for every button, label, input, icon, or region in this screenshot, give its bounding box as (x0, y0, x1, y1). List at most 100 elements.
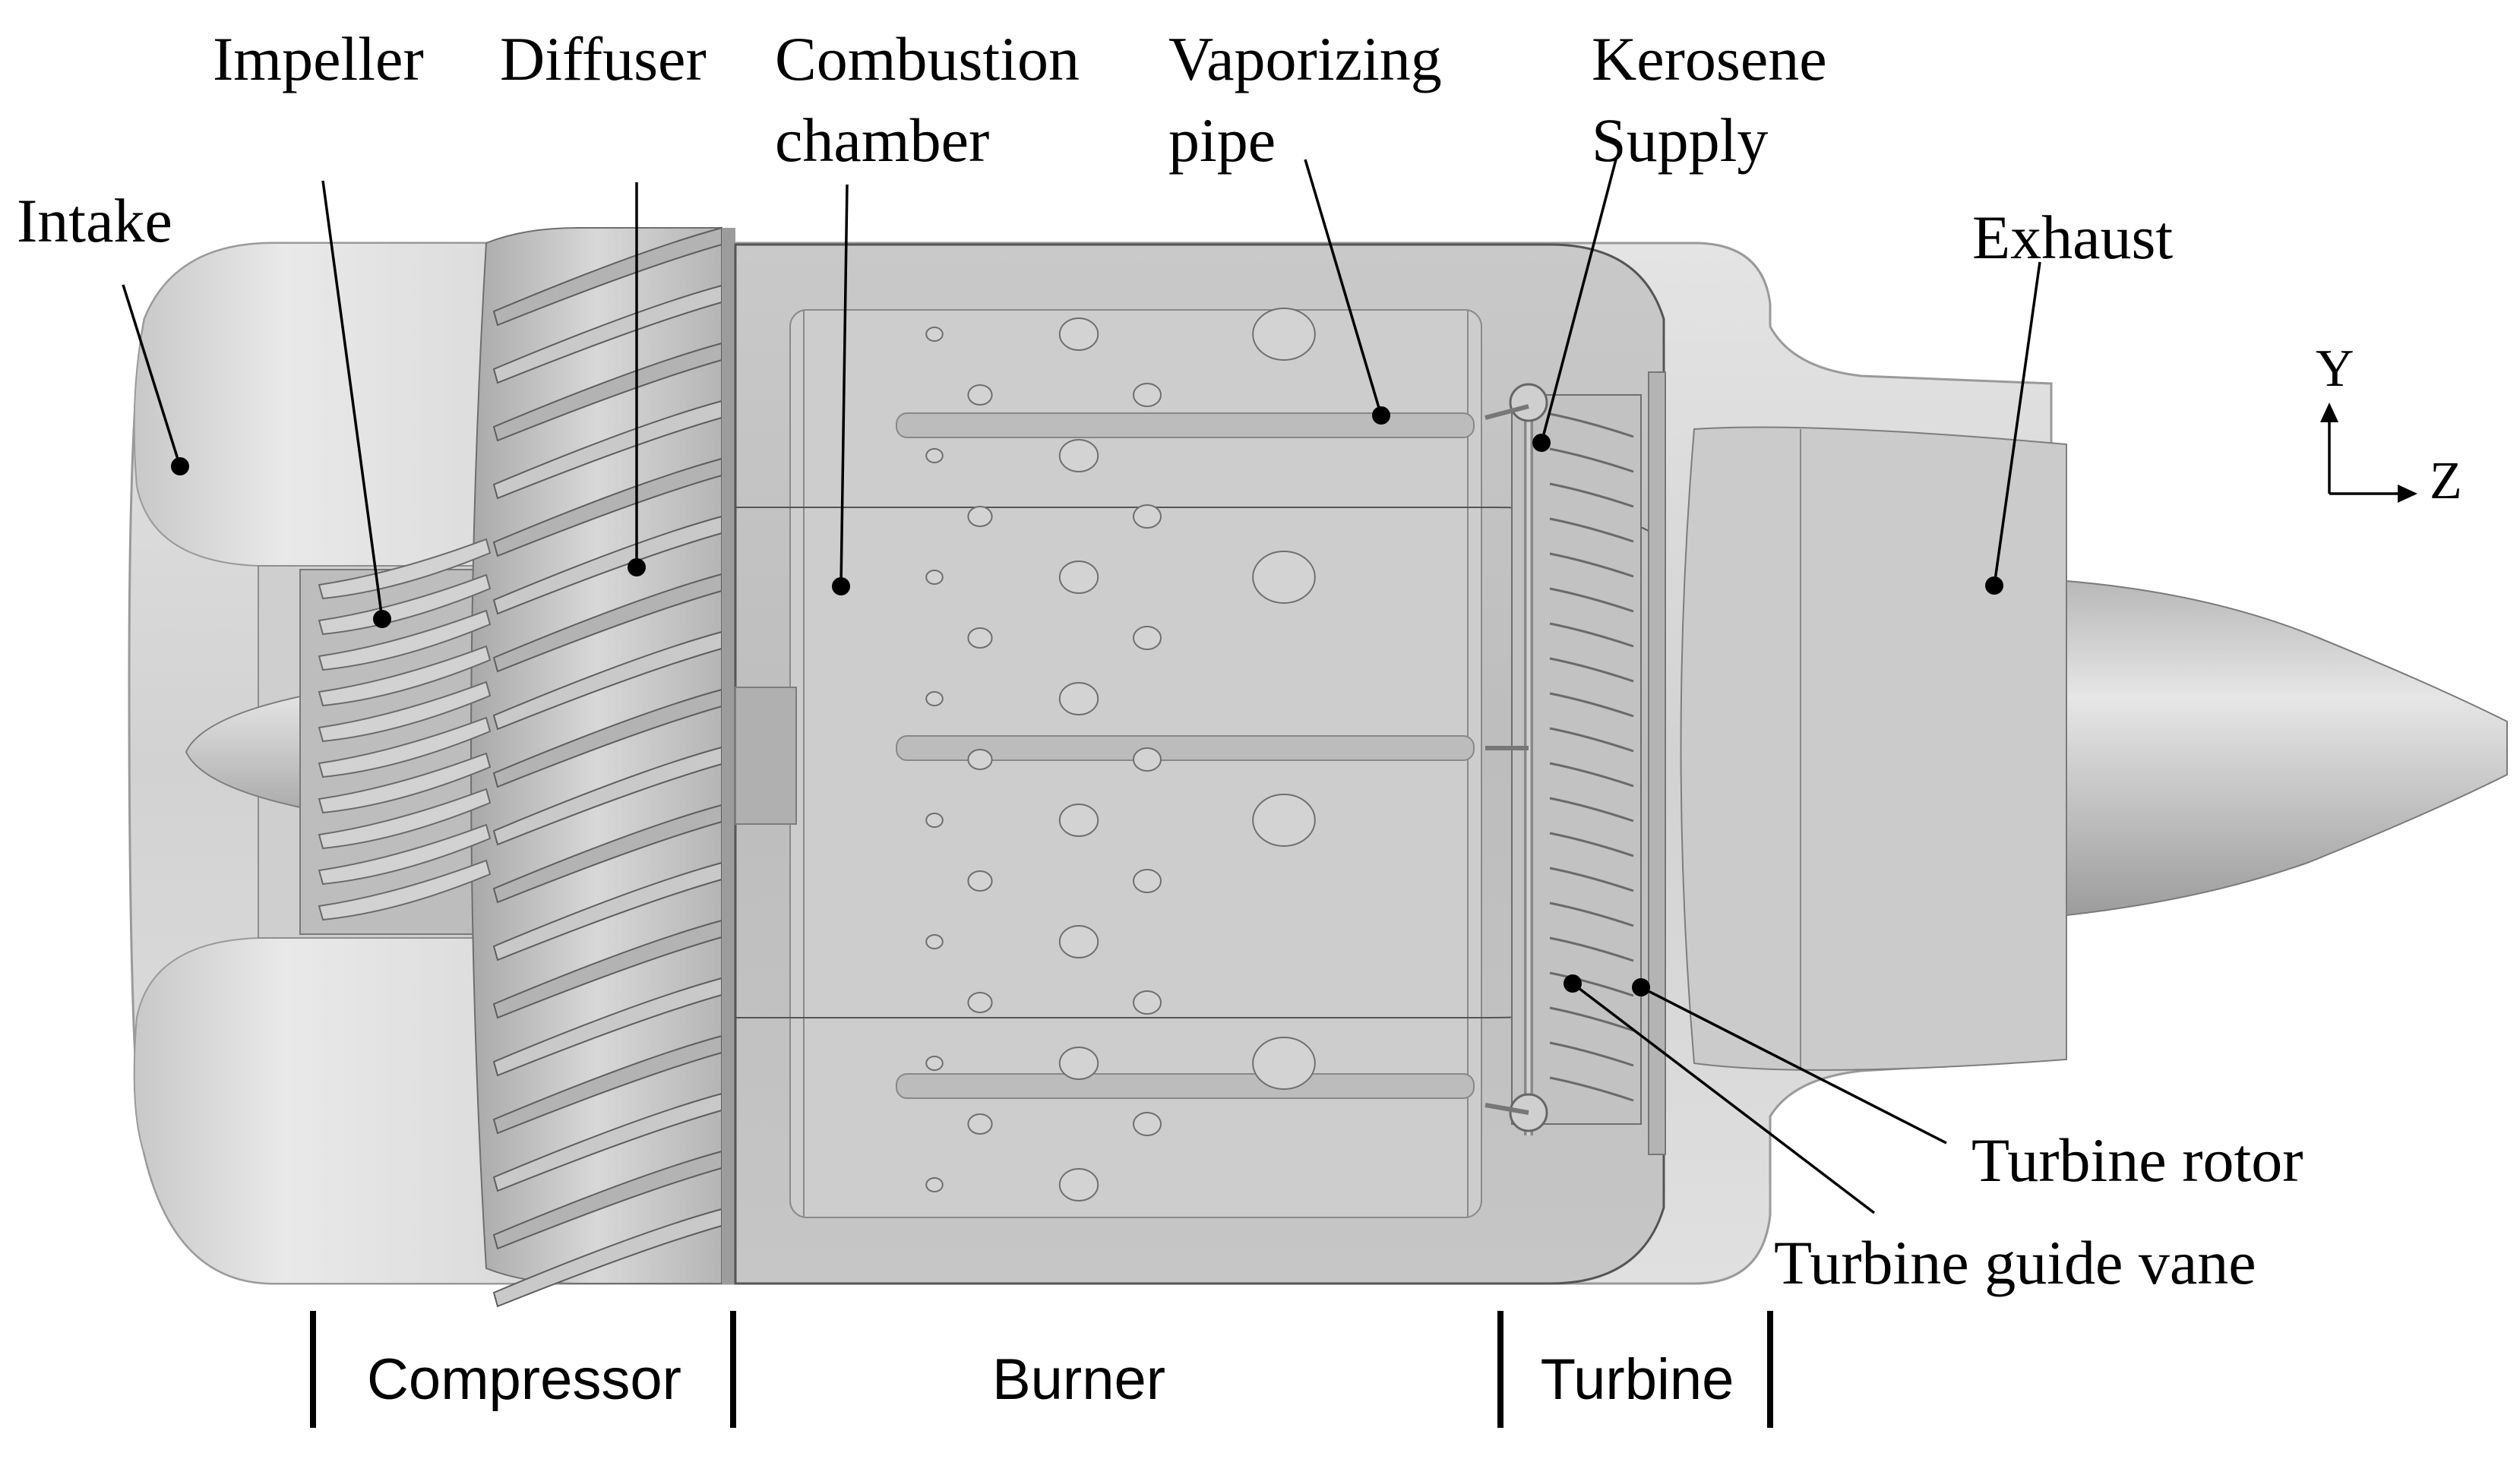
diffuser-vane (492, 977, 722, 1077)
y-arrow-icon (2320, 403, 2338, 422)
diffuser-vane (492, 861, 722, 962)
axis-z-label: Z (2430, 452, 2462, 510)
impeller-blades (318, 538, 492, 921)
chamber-hole (967, 749, 993, 770)
turbine-blade (1549, 867, 1634, 892)
turbine-blade (1549, 727, 1634, 753)
chamber-hole (925, 934, 944, 949)
impeller-blade (318, 609, 492, 671)
chamber-holes (925, 308, 1316, 1201)
impeller-blade (318, 859, 492, 921)
chamber-hole (1058, 1047, 1099, 1080)
impeller-blade (318, 788, 492, 850)
turbine-blade (1549, 832, 1634, 857)
chamber-hole (1058, 1168, 1099, 1201)
label-kerosene-line2: Supply (1592, 106, 1768, 175)
chamber-hole (967, 992, 993, 1013)
turbine-blade (1549, 517, 1634, 543)
diffuser-vane (492, 515, 722, 615)
chamber-hole (925, 448, 944, 463)
diffuser-dot (628, 558, 646, 576)
compressor-assembly (299, 226, 735, 1308)
turbine-assembly (1484, 371, 1666, 1155)
exhaust-dot (1985, 576, 2003, 595)
turbine-blade (1549, 412, 1634, 438)
diffuser-vane (492, 284, 722, 384)
turbine-blade (1549, 482, 1634, 508)
chamber-hole (1252, 794, 1316, 847)
diffuser-vane (492, 746, 722, 846)
label-exhaust: Exhaust (1972, 203, 2173, 272)
turbine-blade (1549, 1006, 1634, 1032)
combustion-chamber-dot (832, 577, 850, 595)
section-burner: Burner (992, 1347, 1165, 1412)
chamber-hole (1252, 551, 1316, 604)
turbine-blade (1549, 552, 1634, 578)
label-vaporizing-line1: Vaporizing (1168, 24, 1442, 93)
turbine-blade (1549, 762, 1634, 788)
turbine-blade (1549, 936, 1634, 962)
diffuser-vane (492, 1150, 722, 1250)
chamber-hole (1252, 308, 1316, 361)
chamber-hole (1058, 925, 1099, 958)
turbine-rotor-dot (1632, 978, 1650, 996)
impeller-dot (373, 610, 391, 628)
chamber-hole (1058, 804, 1099, 837)
impeller-blade (318, 823, 492, 886)
diffuser-vane (492, 573, 722, 673)
turbine-blade (1549, 447, 1634, 473)
diffuser-vane (492, 1092, 722, 1192)
impeller-blade (318, 538, 492, 600)
impeller-blade (318, 645, 492, 707)
vaporizing-pipe (896, 412, 1475, 438)
impeller-blade (318, 716, 492, 778)
chamber-hole (1133, 990, 1162, 1015)
label-combustion-line1: Combustion (775, 24, 1080, 93)
vaporizing-pipes (896, 412, 1475, 1099)
label-kerosene-line1: Kerosene (1592, 24, 1827, 93)
chamber-hole (1133, 1112, 1162, 1136)
turbine-blade (1549, 1076, 1634, 1102)
intake-dot (171, 457, 189, 475)
chamber-hole (925, 813, 944, 828)
chamber-hole (1058, 439, 1099, 472)
chamber-hole (1058, 317, 1099, 351)
vaporizing-pipe (896, 735, 1475, 761)
diffuser-vane (492, 1034, 722, 1135)
chamber-hole (1058, 682, 1099, 715)
turbine-blade (1549, 971, 1634, 997)
diffuser-vane (492, 630, 722, 731)
chamber-hole (925, 691, 944, 706)
chamber-hole (1133, 383, 1162, 407)
chamber-hole (1252, 1037, 1316, 1090)
chamber-hole (1133, 747, 1162, 772)
callout-dots (171, 406, 2003, 996)
turbine-blade (1549, 1041, 1634, 1067)
chamber-hole (1133, 504, 1162, 529)
label-intake: Intake (17, 186, 172, 255)
vaporizing-pipe (896, 1073, 1475, 1099)
turbine-guide-vane-dot (1564, 974, 1582, 993)
section-bar: Compressor Burner Turbine (310, 1311, 1773, 1428)
chamber-hole (967, 384, 993, 406)
turbine-blade (1549, 797, 1634, 823)
label-turbine-rotor: Turbine rotor (1971, 1126, 2303, 1195)
axis-y-label: Y (2316, 339, 2354, 398)
leaders (122, 159, 2041, 1214)
chamber-hole (967, 1113, 993, 1135)
label-combustion-line2: chamber (775, 106, 989, 175)
chamber-hole (1133, 869, 1162, 893)
chamber-hole (1133, 626, 1162, 650)
section-compressor: Compressor (367, 1347, 681, 1412)
diffuser-vane (492, 457, 722, 557)
impeller-blade (318, 752, 492, 814)
chamber-hole (925, 327, 944, 342)
chamber-hole (925, 570, 944, 585)
component-labels: Impeller Diffuser Combustion chamber Vap… (17, 24, 2303, 1297)
chamber-hole (1058, 560, 1099, 594)
turbine-blades (1549, 412, 1634, 1102)
label-vaporizing-line2: pipe (1168, 106, 1276, 175)
chamber-hole (967, 506, 993, 527)
